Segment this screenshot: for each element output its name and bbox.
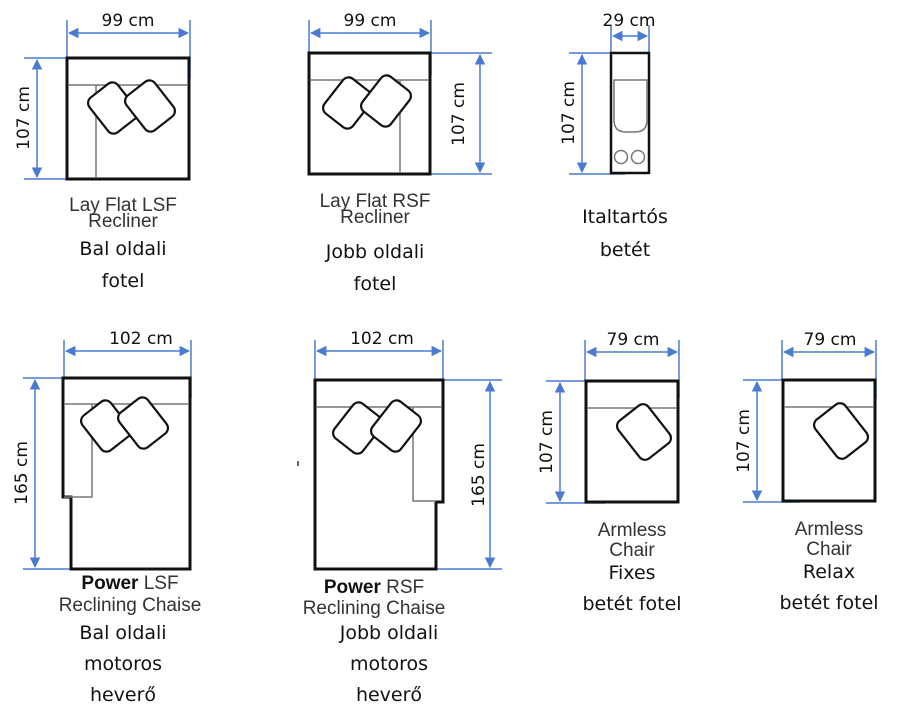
- depth-label: 107 cm: [537, 410, 557, 474]
- side-label: RSF: [386, 577, 425, 598]
- power-label: Power: [81, 573, 139, 594]
- seat-outline: [781, 378, 877, 503]
- module-name-hu: fotel: [101, 270, 145, 292]
- module-name-hu: Bal oldali: [79, 622, 167, 644]
- width-label: 99 cm: [344, 11, 397, 31]
- module-name-en: Recliner: [88, 211, 158, 232]
- seat-outline: [307, 51, 432, 176]
- storage-lid: [613, 79, 648, 133]
- seat-outline: [584, 379, 680, 504]
- module-armless-relax: 79 cm 107 cm: [734, 330, 877, 503]
- module-name-hu: heverő: [89, 684, 157, 706]
- width-label: 79 cm: [804, 330, 857, 350]
- pillow: [812, 402, 870, 460]
- width-label: 99 cm: [102, 11, 155, 31]
- width-label: 102 cm: [109, 329, 173, 349]
- chaise-outline: [313, 378, 445, 571]
- module-name-en: Reclining Chaise: [58, 595, 202, 616]
- module-name-hu: Fixes: [608, 562, 656, 584]
- module-rsf-recliner: 99 cm 107 cm: [307, 11, 492, 176]
- depth-label: 165 cm: [469, 443, 489, 507]
- module-name-hu: Relax: [802, 561, 856, 583]
- chaise-outline: [61, 376, 192, 571]
- cup-holder-icon: [630, 149, 646, 165]
- module-name-hu: heverő: [355, 684, 423, 706]
- pillow: [331, 401, 385, 455]
- console-outline: [609, 51, 651, 175]
- depth-label: 107 cm: [734, 409, 754, 473]
- module-name-en: Lay Flat LSF: [69, 195, 177, 216]
- module-name-hu: betét fotel: [582, 593, 682, 615]
- depth-label: 107 cm: [559, 81, 579, 145]
- depth-label: 107 cm: [14, 86, 34, 150]
- pillow: [123, 79, 177, 133]
- module-name-hu: betét: [599, 239, 651, 261]
- module-name-en: Chair: [806, 539, 852, 560]
- module-name-hu: betét fotel: [779, 592, 879, 614]
- module-name-hu: Jobb oldali: [339, 622, 439, 644]
- module-name-hu: Jobb oldali: [325, 241, 425, 263]
- pillow: [359, 74, 413, 128]
- module-name-en: Power RSF: [324, 578, 424, 597]
- module-armless-fixed: 79 cm 107 cm: [537, 330, 680, 504]
- width-label: 102 cm: [350, 329, 414, 349]
- pillow: [615, 403, 673, 461]
- cup-holder-icon: [613, 149, 629, 165]
- module-lsf-chaise: 102 cm 165 cm: [12, 329, 192, 571]
- width-label: 79 cm: [607, 330, 660, 350]
- module-name-en: Armless: [794, 519, 864, 540]
- module-drink-holder: 29 cm 107 cm: [559, 11, 656, 175]
- module-lsf-recliner: 99 cm 107 cm: [14, 11, 191, 181]
- depth-label: 165 cm: [12, 441, 32, 505]
- module-name-hu: motoros: [83, 653, 163, 675]
- module-name-en: Power LSF: [81, 574, 178, 593]
- module-name-en: Chair: [609, 540, 655, 561]
- module-name-en: Reclining Chaise: [302, 598, 446, 619]
- seat-outline: [65, 56, 191, 181]
- module-name-hu: Bal oldali: [79, 238, 167, 260]
- power-label: Power: [323, 577, 381, 598]
- module-rsf-chaise: 102 cm 165 cm: [297, 329, 502, 571]
- module-name-hu: fotel: [353, 273, 397, 295]
- pillow: [321, 76, 375, 130]
- module-name-hu: Italtartós: [582, 206, 668, 228]
- module-name-en: Armless: [597, 520, 667, 541]
- module-name-hu: motoros: [349, 653, 429, 675]
- width-label: 29 cm: [603, 11, 656, 31]
- module-name-en: Lay Flat RSF: [319, 191, 431, 212]
- pillow: [369, 399, 423, 453]
- side-label: LSF: [143, 573, 179, 594]
- depth-label: 107 cm: [449, 82, 469, 146]
- module-name-en: Recliner: [340, 207, 410, 228]
- pillow: [116, 396, 170, 450]
